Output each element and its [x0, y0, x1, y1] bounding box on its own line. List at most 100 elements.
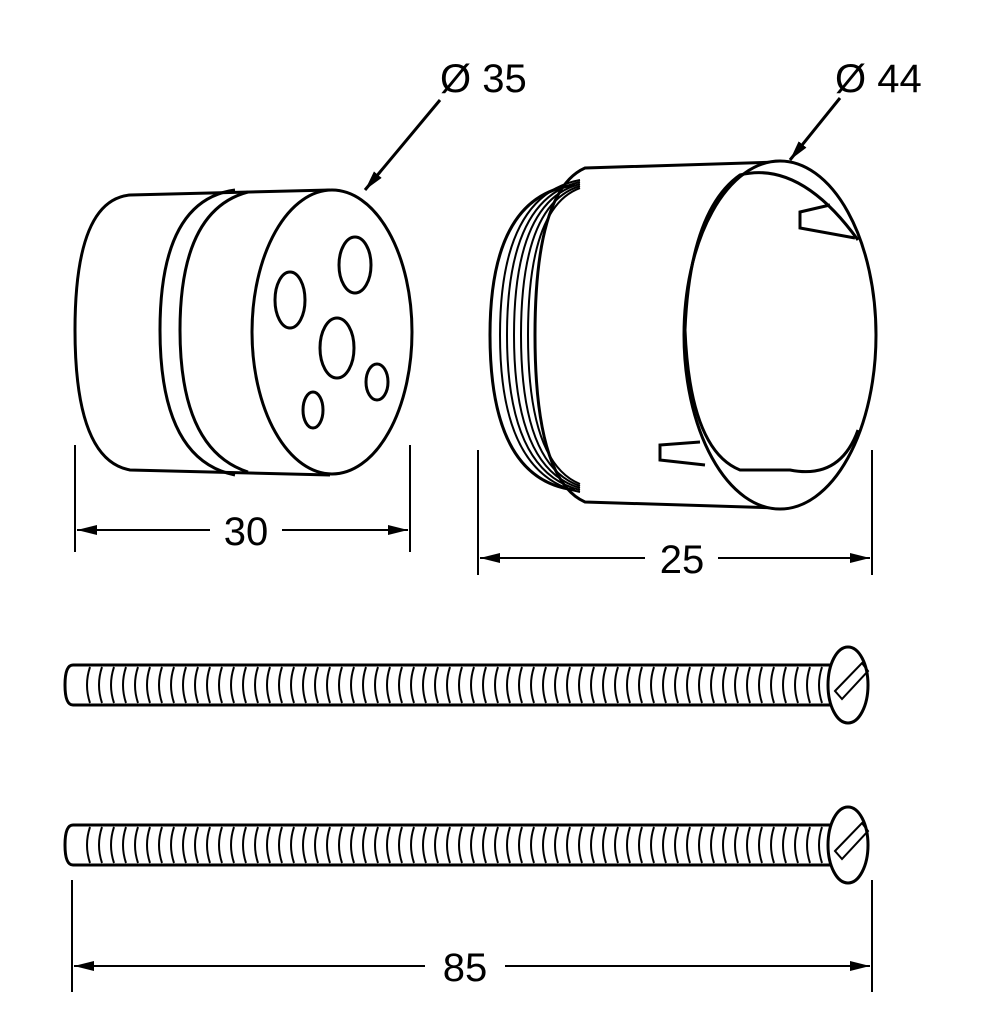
screw-thread: [530, 666, 535, 704]
screw-thread: [626, 826, 631, 864]
screw-thread: [590, 826, 595, 864]
screw-thread: [278, 826, 283, 864]
screw-thread: [722, 826, 727, 864]
screw-thread: [602, 826, 607, 864]
screw-thread: [338, 666, 343, 704]
screw-thread: [722, 666, 727, 704]
sleeve-notch: [798, 203, 856, 240]
screw-thread: [98, 666, 103, 704]
screw-thread: [230, 666, 235, 704]
screw-thread: [518, 826, 523, 864]
cap-body-outline: [73, 188, 331, 477]
screw-thread: [566, 826, 571, 864]
screw-thread: [386, 666, 391, 704]
screw-thread: [362, 666, 367, 704]
screw-thread: [110, 666, 115, 704]
screw-thread: [698, 666, 703, 704]
screw-thread: [662, 826, 667, 864]
screw-thread: [350, 826, 355, 864]
screw-thread: [506, 666, 511, 704]
screw-thread: [578, 826, 583, 864]
screw-thread: [710, 666, 715, 704]
cap-hole: [301, 390, 325, 430]
screw-thread: [386, 826, 391, 864]
length-cap-label: 30: [224, 510, 269, 554]
screw-thread: [602, 666, 607, 704]
screw-thread: [86, 826, 91, 864]
screw-thread: [806, 826, 811, 864]
screw-thread: [122, 826, 127, 864]
screw-thread: [326, 826, 331, 864]
screw-thread: [350, 666, 355, 704]
screw-head: [826, 805, 870, 885]
screw-thread: [194, 666, 199, 704]
sleeve-notch: [658, 440, 706, 467]
screw-thread: [746, 826, 751, 864]
screw-thread: [314, 826, 319, 864]
cap-hole: [273, 270, 307, 330]
cap-groove-inner: [178, 190, 249, 474]
screw-thread: [110, 826, 115, 864]
screw-thread: [446, 826, 451, 864]
screw-thread: [758, 826, 763, 864]
screw-thread: [398, 666, 403, 704]
screw-thread: [170, 666, 175, 704]
screw-thread: [134, 666, 139, 704]
screw-thread: [770, 666, 775, 704]
screw-thread: [638, 826, 643, 864]
screw-thread: [614, 666, 619, 704]
screw-thread: [494, 826, 499, 864]
screw-thread: [182, 826, 187, 864]
screw-thread: [626, 666, 631, 704]
screw-thread: [302, 826, 307, 864]
sleeve-front-ring: [682, 159, 878, 511]
screw-thread: [590, 666, 595, 704]
screw: [63, 645, 870, 725]
screw-thread: [650, 666, 655, 704]
screw-thread: [446, 666, 451, 704]
screw-thread: [458, 666, 463, 704]
screw-thread: [374, 826, 379, 864]
screw-thread: [806, 666, 811, 704]
screw-thread: [410, 826, 415, 864]
screw-thread: [770, 826, 775, 864]
screw-thread: [122, 666, 127, 704]
screw-thread: [266, 826, 271, 864]
screw-thread: [542, 826, 547, 864]
screw-thread: [818, 666, 823, 704]
screw-slot: [833, 661, 870, 701]
screw-thread: [278, 666, 283, 704]
screw-thread: [554, 826, 559, 864]
length-screw-label: 85: [443, 946, 488, 990]
sleeve-body-outline: [533, 160, 781, 510]
diameter-small-label: Ø 35: [440, 57, 527, 101]
screw-thread: [182, 666, 187, 704]
screw-thread: [158, 826, 163, 864]
sleeve-inner-edge: [683, 171, 860, 474]
screw-thread: [734, 826, 739, 864]
screw-thread: [206, 826, 211, 864]
screw-thread: [566, 666, 571, 704]
screw-thread: [494, 666, 499, 704]
thread-outline: [488, 183, 576, 492]
screw-thread: [782, 666, 787, 704]
screw-thread: [506, 826, 511, 864]
screw-thread: [674, 666, 679, 704]
screw-thread: [218, 666, 223, 704]
screw-thread: [554, 666, 559, 704]
screw-thread: [290, 666, 295, 704]
screw-slot: [833, 821, 870, 861]
threaded-sleeve: [488, 159, 878, 511]
cap-hole: [337, 235, 373, 295]
cap-front-face: [250, 188, 414, 476]
screw-thread: [290, 826, 295, 864]
screw-thread: [818, 826, 823, 864]
screw-thread: [134, 826, 139, 864]
diameter-large-leader: [788, 97, 842, 161]
screw-shaft: [63, 823, 835, 867]
cap-groove-outer: [158, 188, 236, 477]
screw-thread: [482, 666, 487, 704]
screw-thread: [470, 826, 475, 864]
